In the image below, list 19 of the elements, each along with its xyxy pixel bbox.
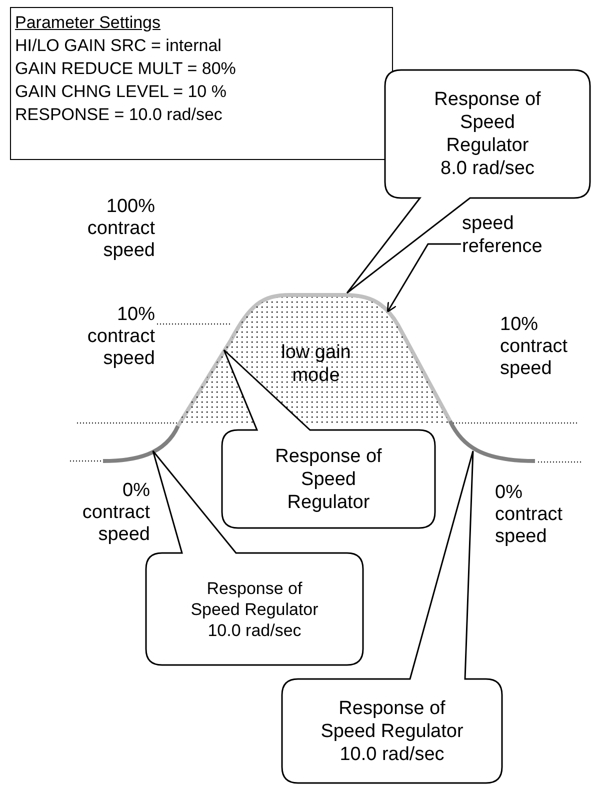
axis-label: 100% contract speed	[86, 196, 155, 262]
leader-arrow	[386, 243, 461, 312]
axis-label: 10% contract speed	[500, 314, 569, 380]
callout-text: Response of Speed Regulator	[274, 444, 383, 514]
setting-text: GAIN REDUCE MULT = 80%	[15, 58, 236, 80]
setting-text: GAIN CHNG LEVEL = 10 %	[15, 81, 226, 103]
setting-text: RESPONSE = 10.0 rad/sec	[15, 104, 222, 126]
callout-text: Response of Speed Regulator 10.0 rad/sec	[320, 696, 464, 766]
axis-label: 10% contract speed	[86, 304, 155, 370]
panel-heading: Parameter Settings	[15, 12, 161, 34]
region-text: low gain mode	[280, 341, 352, 387]
axis-label: 0% contract speed	[81, 480, 150, 546]
callout-bubble	[347, 70, 590, 293]
setting-text: HI/LO GAIN SRC = internal	[15, 35, 222, 57]
callout-text: Response of Speed Regulator 8.0 rad/sec	[433, 88, 542, 180]
callout-text: Response of Speed Regulator 10.0 rad/sec	[190, 578, 320, 640]
curve-label: speed reference	[462, 212, 572, 258]
axis-label: 0% contract speed	[495, 482, 564, 548]
settings-panel	[10, 7, 393, 160]
